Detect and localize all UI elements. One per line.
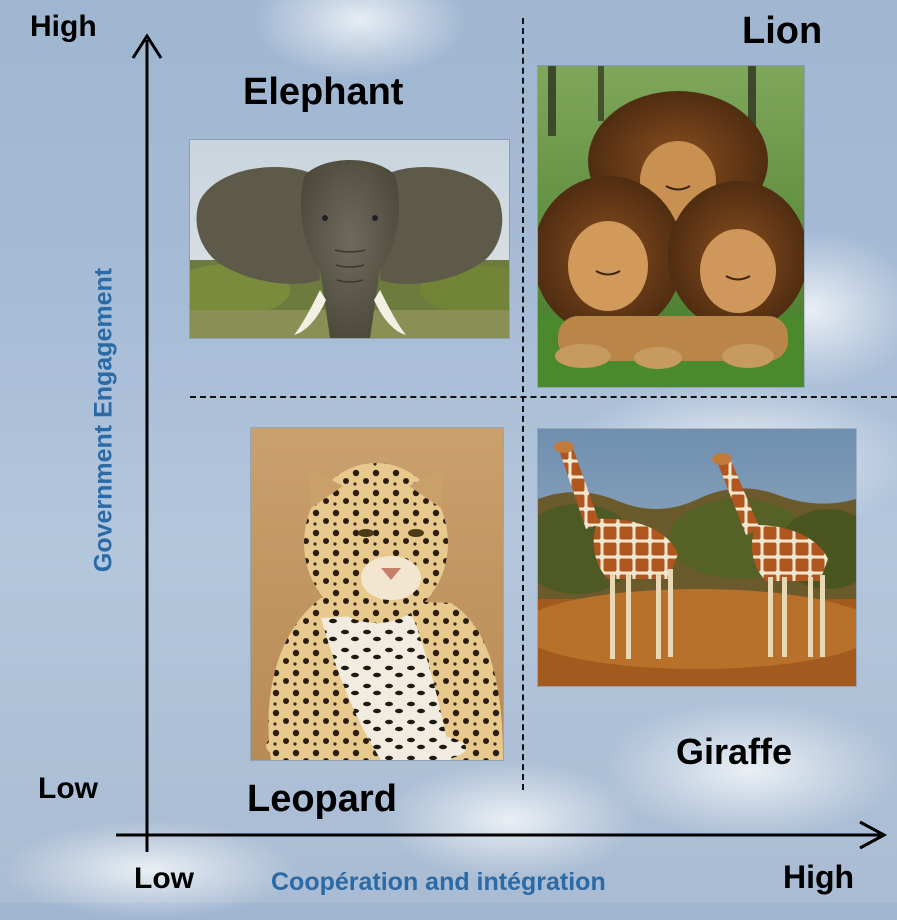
background-cloud <box>380 760 640 880</box>
lion-label: Lion <box>742 10 823 52</box>
giraffe-left <box>554 441 678 659</box>
y-axis-high-label: High <box>30 10 97 43</box>
x-axis-arrowhead <box>859 820 888 850</box>
x-axis-low-label: Low <box>134 862 194 895</box>
elephant-photo <box>190 140 509 338</box>
y-axis-title: Government Engagement <box>89 267 118 573</box>
y-axis-low-label: Low <box>38 772 98 805</box>
lion-photo <box>538 66 804 387</box>
x-axis-high-label: High <box>783 859 855 895</box>
giraffe-right <box>712 453 828 657</box>
background-cloud <box>600 700 897 840</box>
leopard-label: Leopard <box>247 778 397 820</box>
y-axis-arrowhead <box>131 33 163 59</box>
horizontal-divider <box>190 396 897 398</box>
giraffe-label: Giraffe <box>676 731 793 772</box>
vertical-divider <box>522 18 524 790</box>
leopard-photo <box>251 428 503 760</box>
elephant-label: Elephant <box>243 71 404 113</box>
x-axis-title: Coopération and intégration <box>271 868 606 896</box>
giraffe-photo <box>538 429 856 686</box>
